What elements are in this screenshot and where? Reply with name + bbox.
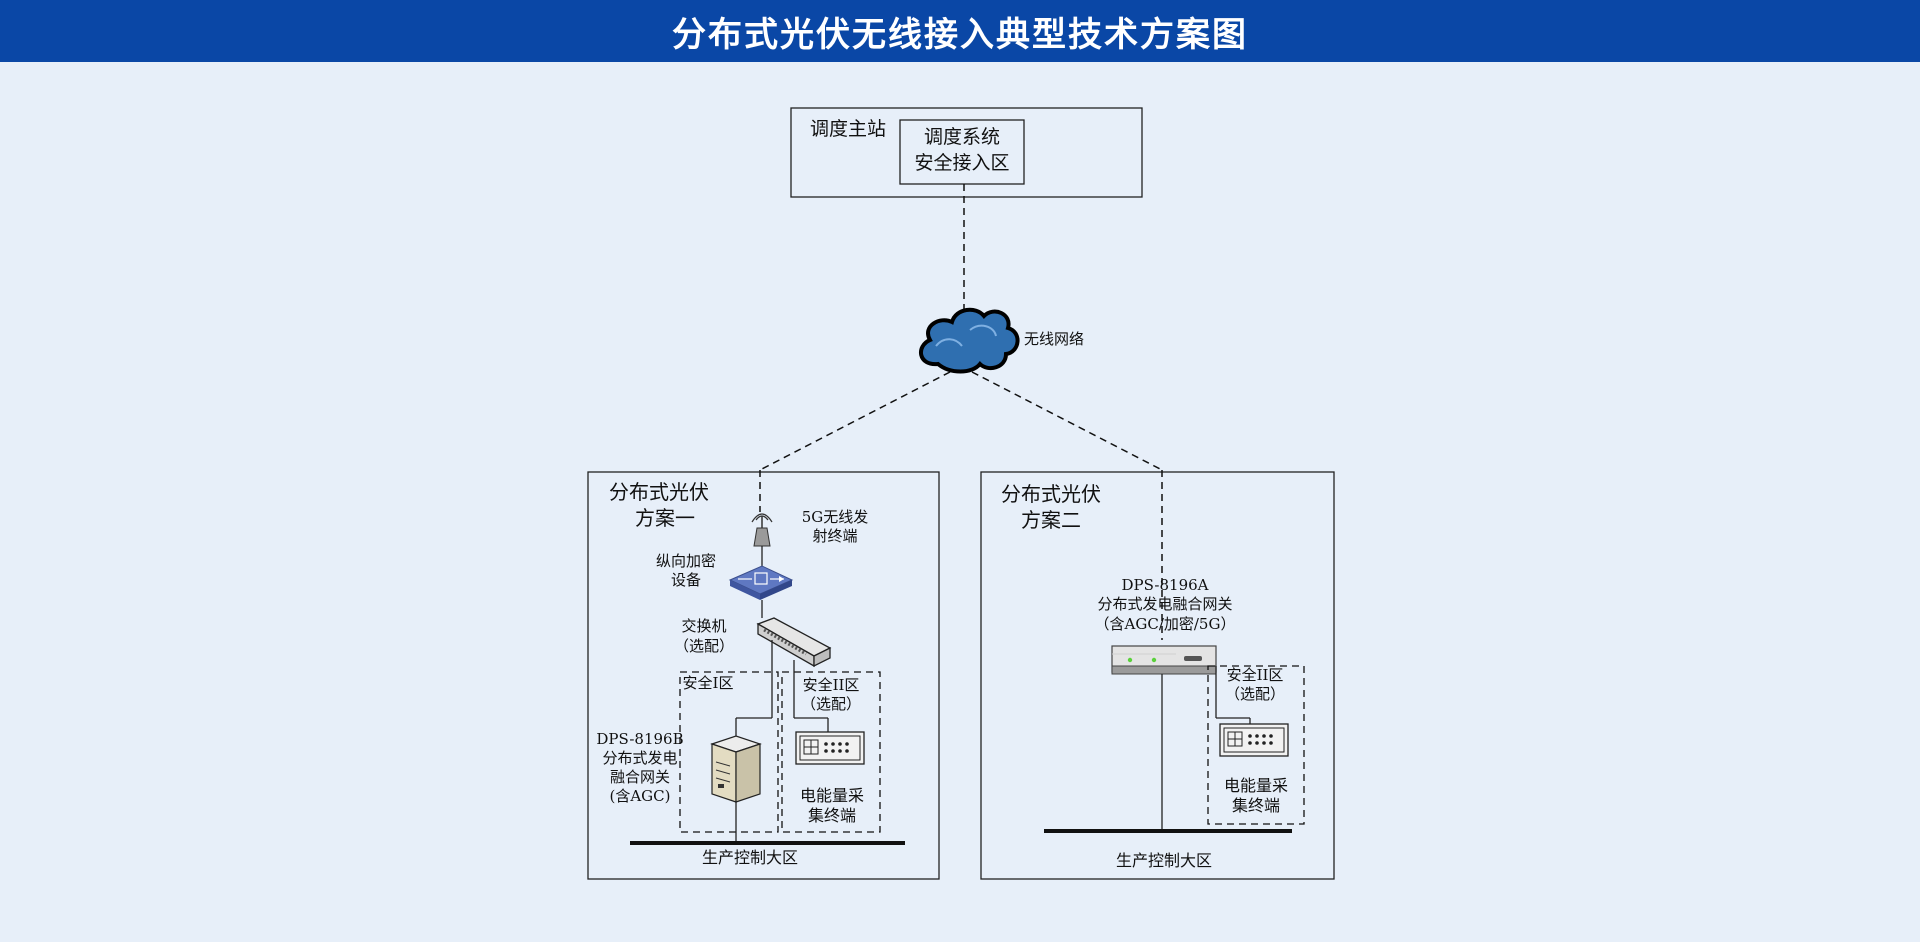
scheme1-bus-label: 生产控制大区 xyxy=(701,848,798,867)
scheme2-bus-label: 生产控制大区 xyxy=(1115,851,1212,870)
link-cloud-to-scheme1 xyxy=(759,371,951,471)
access-zone-box xyxy=(899,119,1025,185)
scheme1-title-line2: 方案一 xyxy=(635,506,695,530)
master-station-label: 调度主站 xyxy=(810,118,887,140)
gateway-server-icon xyxy=(710,735,762,803)
access-zone-line2: 安全接入区 xyxy=(914,152,1010,174)
encryption-device-icon xyxy=(728,565,794,600)
meter2-label-line1: 电能量采 xyxy=(1223,776,1288,795)
scheme2-zone2-line2: （选配） xyxy=(1224,685,1285,703)
encryptor-label-line1: 纵向加密 xyxy=(655,552,716,570)
scheme2-title-line1: 分布式光伏 xyxy=(1001,482,1101,506)
scheme1-zone1-label: 安全I区 xyxy=(682,674,734,692)
antenna-label-line1: 5G无线发 xyxy=(801,508,869,526)
gateway-a-line1: DPS-8196A xyxy=(1121,576,1209,594)
antenna-icon xyxy=(751,513,773,547)
scheme2-zone2 xyxy=(1207,665,1305,825)
switch-label-line1: 交换机 xyxy=(681,617,727,635)
scheme2-box xyxy=(980,471,1335,880)
meter-terminal-icon xyxy=(1219,723,1289,757)
access-zone-line1: 调度系统 xyxy=(923,126,1000,148)
cloud-icon xyxy=(919,307,1020,374)
gateway-b-line1: DPS-8196B xyxy=(596,730,684,748)
page-title: 分布式光伏无线接入典型技术方案图 xyxy=(672,14,1248,55)
scheme1-zone2-line2: （选配） xyxy=(800,695,861,713)
scheme1-zone2-line1: 安全II区 xyxy=(802,676,860,694)
meter2-label-line2: 集终端 xyxy=(1231,796,1280,815)
gateway-a-line2: 分布式发电融合网关 xyxy=(1097,595,1233,613)
gateway-b-line3: 融合网关 xyxy=(609,768,670,786)
gateway-device-icon xyxy=(1111,645,1217,675)
scheme1-zone1 xyxy=(679,671,779,833)
gateway-b-line2: 分布式发电 xyxy=(602,749,678,767)
switch-label-line2: （选配） xyxy=(673,637,734,655)
master-station-box xyxy=(790,107,1143,198)
meter1-label-line2: 集终端 xyxy=(807,806,856,825)
scheme1-title-line1: 分布式光伏 xyxy=(609,480,709,504)
page-header: 分布式光伏无线接入典型技术方案图 xyxy=(0,0,1920,62)
scheme2-title-line2: 方案二 xyxy=(1021,508,1081,532)
gateway-b-line4: (含AGC) xyxy=(609,787,671,805)
antenna-label-line2: 射终端 xyxy=(812,527,858,545)
encryptor-label-line2: 设备 xyxy=(670,571,701,589)
scheme2-zone2-line1: 安全II区 xyxy=(1226,666,1284,684)
meter-terminal-icon xyxy=(795,731,865,765)
link-cloud-to-scheme2 xyxy=(971,371,1163,471)
meter1-label-line1: 电能量采 xyxy=(799,786,864,805)
scheme1-box xyxy=(587,471,940,880)
gateway-a-line3: （含AGC/加密/5G） xyxy=(1094,615,1236,633)
network-label: 无线网络 xyxy=(1024,330,1085,348)
switch-icon xyxy=(756,617,832,668)
scheme1-zone2 xyxy=(781,671,881,833)
